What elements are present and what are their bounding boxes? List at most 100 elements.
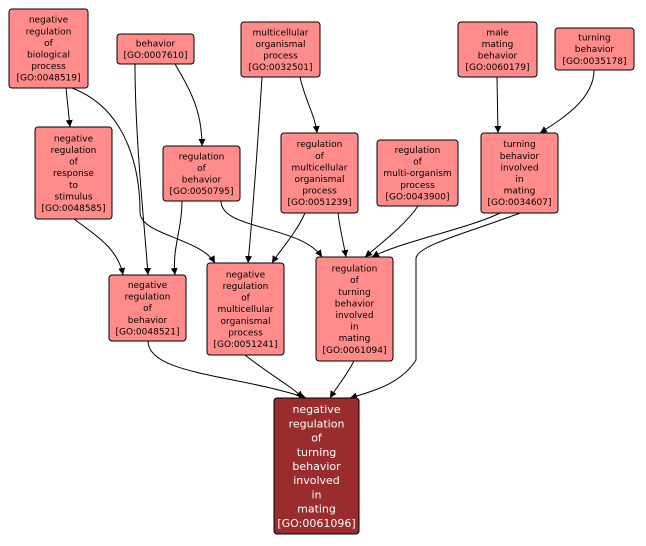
node-label-line: of [143, 304, 153, 314]
node-box [206, 262, 285, 356]
node-label-line: stimulus [54, 192, 92, 202]
node-label-line: of [241, 294, 251, 304]
node-box [457, 21, 538, 78]
node-label-line: regulation [51, 146, 97, 156]
node-label-line: negative [128, 281, 168, 291]
node-label-line: mating [297, 503, 336, 516]
node-label-line: mating [482, 40, 514, 50]
node-box [280, 132, 359, 214]
node-id-label: [GO:0051241] [213, 340, 277, 350]
node-label-line: of [44, 39, 54, 49]
node-label-line: negative [292, 403, 340, 416]
node-go0043900[interactable]: regulationofmulti-organismprocess[GO:004… [376, 139, 459, 207]
node-box [8, 8, 89, 89]
node-label-line: regulation [179, 152, 225, 162]
node-go0048585[interactable]: negativeregulationofresponsetostimulus[G… [34, 126, 113, 220]
node-box [376, 139, 459, 207]
edges-layer [65, 63, 595, 400]
node-label-line: male [486, 28, 509, 38]
node-label-line: regulation [297, 140, 343, 150]
node-label-line: turning [503, 140, 535, 150]
node-box [240, 21, 321, 78]
node-label-line: process [263, 52, 298, 62]
edge-GO0035178-to-GO0034607 [539, 69, 595, 134]
node-box [315, 256, 394, 362]
node-label-line: in [350, 323, 358, 333]
node-label-line: turning [338, 288, 370, 298]
node-label-line: behavior [500, 152, 540, 162]
node-label-line: of [350, 276, 360, 286]
node-go0051239[interactable]: regulationofmulticellularorganismalproce… [280, 132, 359, 214]
node-label-line: multicellular [218, 305, 274, 315]
node-go0007610[interactable]: behavior [GO:0007610] [116, 33, 195, 65]
node-label-line: negative [54, 134, 94, 144]
node-label-line: behavior [335, 299, 375, 309]
node-id-label: [GO:0043900] [385, 192, 449, 202]
node-id-label: [GO:0032501] [248, 63, 312, 73]
node-label-line: behavior [128, 316, 168, 326]
node-label-line: of [311, 432, 323, 445]
node-id-label: [GO:0034607] [487, 198, 551, 208]
node-label-line: multi-organism [383, 169, 451, 179]
node-id-label: [GO:0048585] [41, 204, 105, 214]
node-label-line: regulation [395, 146, 441, 156]
edge-GO0050795-to-GO0061094 [220, 200, 323, 258]
node-label-line: process [31, 62, 66, 72]
node-label-line: response [53, 169, 94, 179]
node-label-line: negative [29, 16, 69, 26]
edge-GO0034607-to-GO0061096 [349, 212, 521, 400]
node-label-line: mating [339, 334, 371, 344]
node-label-line: turning [297, 446, 337, 459]
node-box [34, 126, 113, 220]
edge-GO0051239-to-GO0061094 [337, 212, 349, 258]
node-label-line: involved [335, 311, 373, 321]
node-label-line: involved [293, 474, 340, 487]
edge-GO0050795-to-GO0048521 [170, 200, 183, 276]
node-label-line: behavior [478, 52, 518, 62]
node-id-label: [GO:0061094] [322, 346, 386, 356]
node-id-label: [GO:0007610] [123, 51, 187, 61]
edge-GO0048519-to-GO0051241 [71, 87, 216, 264]
node-label-line: organismal [256, 40, 306, 50]
node-go0034607[interactable]: turningbehaviorinvolvedinmating[GO:00346… [480, 132, 559, 214]
node-box [108, 274, 187, 342]
edge-GO0048585-to-GO0048521 [73, 218, 126, 276]
node-go0048519[interactable]: negativeregulationofbiologicalprocess[GO… [8, 8, 89, 89]
edge-GO0051241-to-GO0061096 [244, 354, 304, 399]
edge-GO0032501-to-GO0051241 [245, 76, 263, 264]
node-go0061094[interactable]: regulationofturningbehaviorinvolvedinmat… [315, 256, 394, 362]
node-label-line: of [315, 152, 325, 162]
node-label-line: regulation [289, 417, 345, 430]
edge-GO0048519-to-GO0048585 [65, 87, 73, 128]
node-label-line: mating [504, 187, 536, 197]
node-label-line: turning [578, 34, 610, 44]
node-label-line: process [302, 187, 337, 197]
edge-GO0043900-to-GO0061094 [364, 205, 419, 258]
edge-GO0007610-to-GO0048521 [134, 63, 152, 276]
node-box [273, 397, 360, 535]
node-id-label: [GO:0060179] [465, 63, 529, 73]
node-id-label: [GO:0061096] [277, 517, 355, 530]
node-label-line: biological [27, 51, 70, 61]
node-go0051241[interactable]: negativeregulationofmulticellularorganis… [206, 262, 285, 356]
node-label-line: process [400, 181, 435, 191]
node-label-line: multicellular [292, 163, 348, 173]
node-label-line: behavior [575, 45, 615, 55]
node-label-line: behavior [182, 176, 222, 186]
node-go0060179[interactable]: male mating behavior[GO:0060179] [457, 21, 538, 78]
node-label-line: behavior [136, 39, 176, 49]
node-go0032501[interactable]: multicellular organismal process[GO:003250… [240, 21, 321, 78]
node-label-line: behavior [292, 460, 341, 473]
edge-GO0032501-to-GO0051239 [299, 76, 320, 134]
edge-GO0060179-to-GO0034607 [494, 76, 502, 134]
node-label-line: of [69, 158, 79, 168]
node-id-label: [GO:0035178] [562, 57, 626, 67]
edge-GO0048521-to-GO0061096 [147, 340, 307, 400]
nodes-layer: negativeregulationofbiologicalprocess[GO… [8, 8, 635, 535]
node-label-line: multicellular [253, 28, 309, 38]
edge-GO0034607-to-GO0061094 [371, 212, 501, 258]
